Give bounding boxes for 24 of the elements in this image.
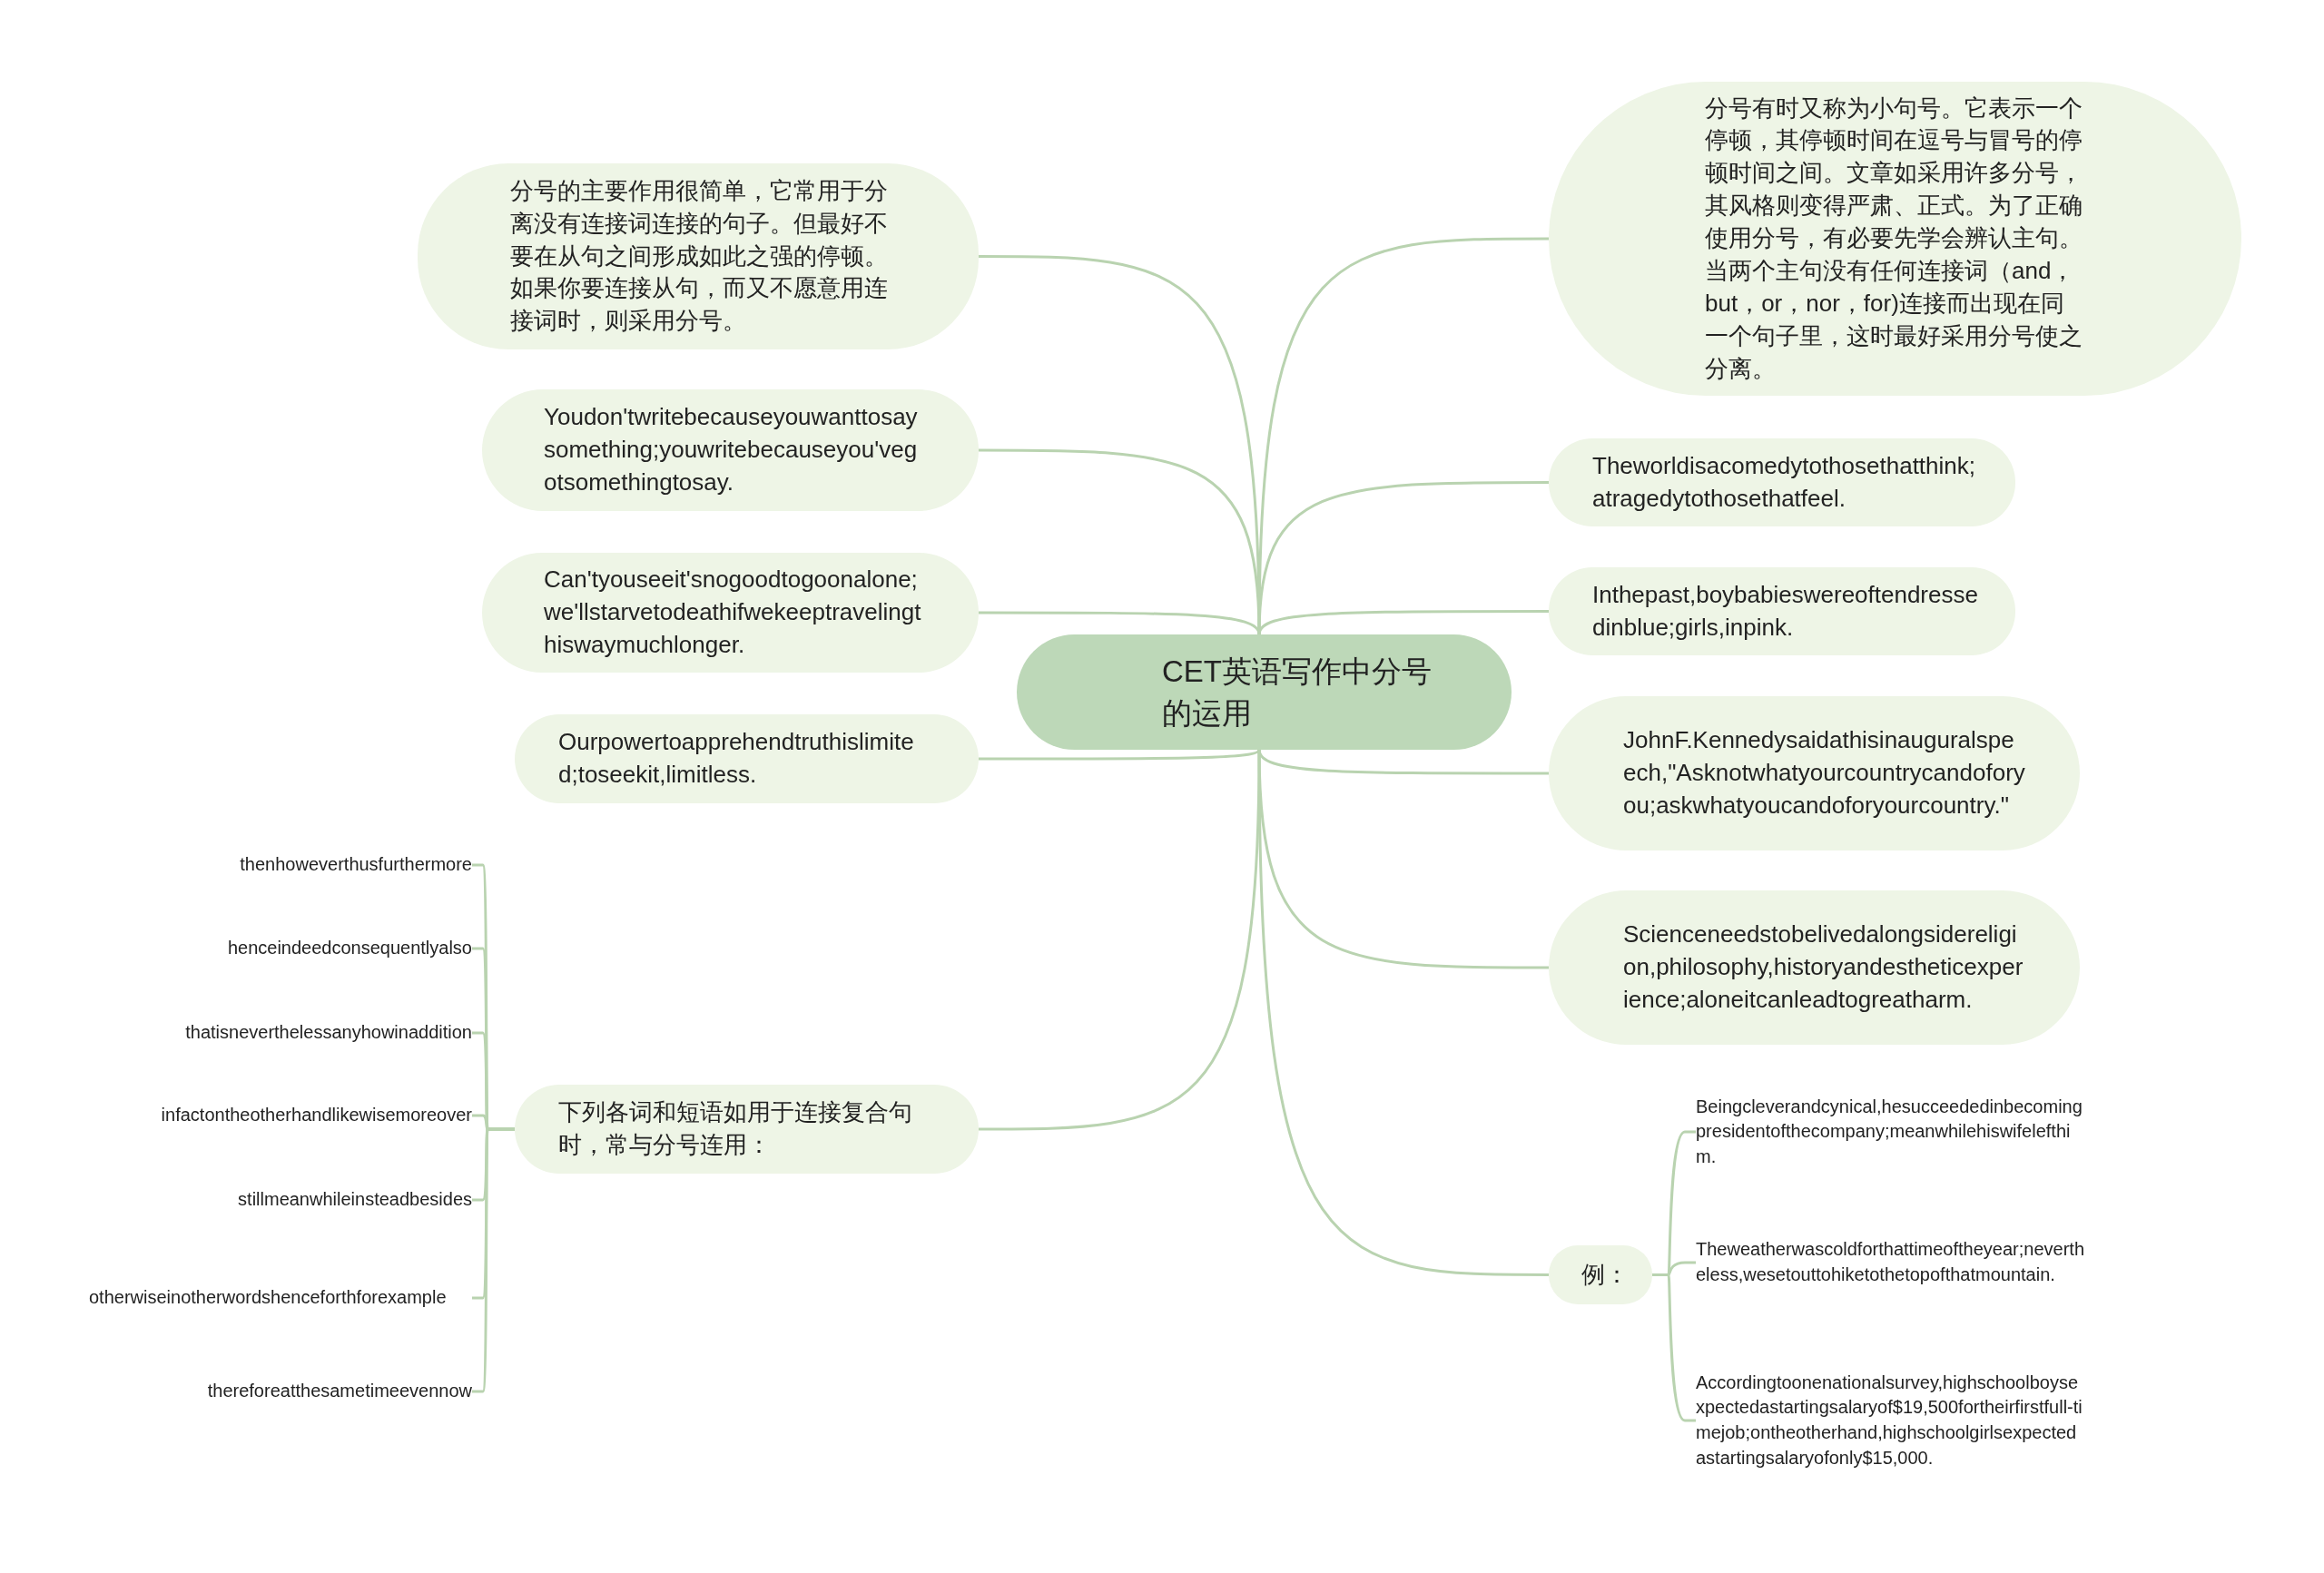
topic-box: Youdon'twritebecauseyouwanttosaysomething;youwritebecauseyou'vegotsomethingtosay.	[482, 389, 979, 511]
topic-box: Scienceneedstobelivedalongsidereligion,philosophy,historyandestheticexperience;aloneitcanleadtogreatharm.	[1549, 890, 2080, 1045]
connector	[979, 611, 1261, 635]
topic-box: Can'tyouseeit'snogoodtogoonalone;we'llstarvetodeathifwekeeptravelingthiswaymuchlonger.	[482, 553, 979, 673]
branch-text: thatisneverthelessanyhowinaddition	[109, 1017, 472, 1049]
topic-box: 例：	[1549, 1245, 1652, 1304]
topic-box: 分号的主要作用很简单，它常用于分离没有连接词连接的句子。但最好不要在从句之间形成如此之强的停顿。如果你要连接从句，而又不愿意用连接词时，则采用分号。	[418, 163, 979, 349]
topic-box: 下列各词和短语如用于连接复合句时，常与分号连用：	[515, 1085, 979, 1174]
branch-text: stillmeanwhileinsteadbesides	[136, 1184, 472, 1216]
topic-box: Inthepast,boybabieswereoftendressedinblue;girls,inpink.	[1549, 567, 2015, 655]
branch-text: thereforeatthesametimeevennow	[136, 1375, 472, 1408]
branch-text: Accordingtoonenationalsurvey,highschoolboysexpectedastartingsalaryof$19,500fortheirfirstfull-timejob;ontheotherhand,highschoolgirlsexpectedastartingsalaryofonly$15,000.	[1696, 1357, 2086, 1484]
topic-box: Ourpowertoapprehendtruthislimited;toseekit,limitless.	[515, 714, 979, 803]
branch-text: otherwiseinotherwordshenceforthforexample	[89, 1270, 472, 1326]
branch-text: infactontheotherhandlikewisemoreover	[91, 1099, 472, 1132]
topic-box: Theworldisacomedytothosethatthink;atragedytothosethatfeel.	[1549, 438, 2015, 526]
branch-text: Theweatherwascoldforthattimeoftheyear;nevertheless,wesetouttohiketothetopofthatmountain.	[1696, 1224, 2086, 1301]
topic-box: 分号有时又称为小句号。它表示一个停顿，其停顿时间在逗号与冒号的停顿时间之间。文章如采用许多分号，其风格则变得严肃、正式。为了正确使用分号，有必要先学会辨认主句。当两个主句没有任何连接词（and，but，or，nor，for)连接而出现在同一个句子里，这时最好采用分号使之分离。	[1549, 82, 2241, 396]
branch-text: Beingcleverandcynical,hesucceededinbecomingpresidentofthecompany;meanwhilehiswifelefthim.	[1696, 1094, 2086, 1170]
connector	[979, 749, 1261, 761]
central-topic: CET英语写作中分号的运用	[1017, 634, 1512, 750]
branch-text: henceindeedconsequentlyalso	[136, 932, 472, 965]
branch-text: thenhoweverthusfurthermore	[136, 849, 472, 881]
topic-box: JohnF.Kennedysaidathisinauguralspeech,"Asknotwhatyourcountrycandoforyou;askwhatyoucandoforyourcountry."	[1549, 696, 2080, 850]
